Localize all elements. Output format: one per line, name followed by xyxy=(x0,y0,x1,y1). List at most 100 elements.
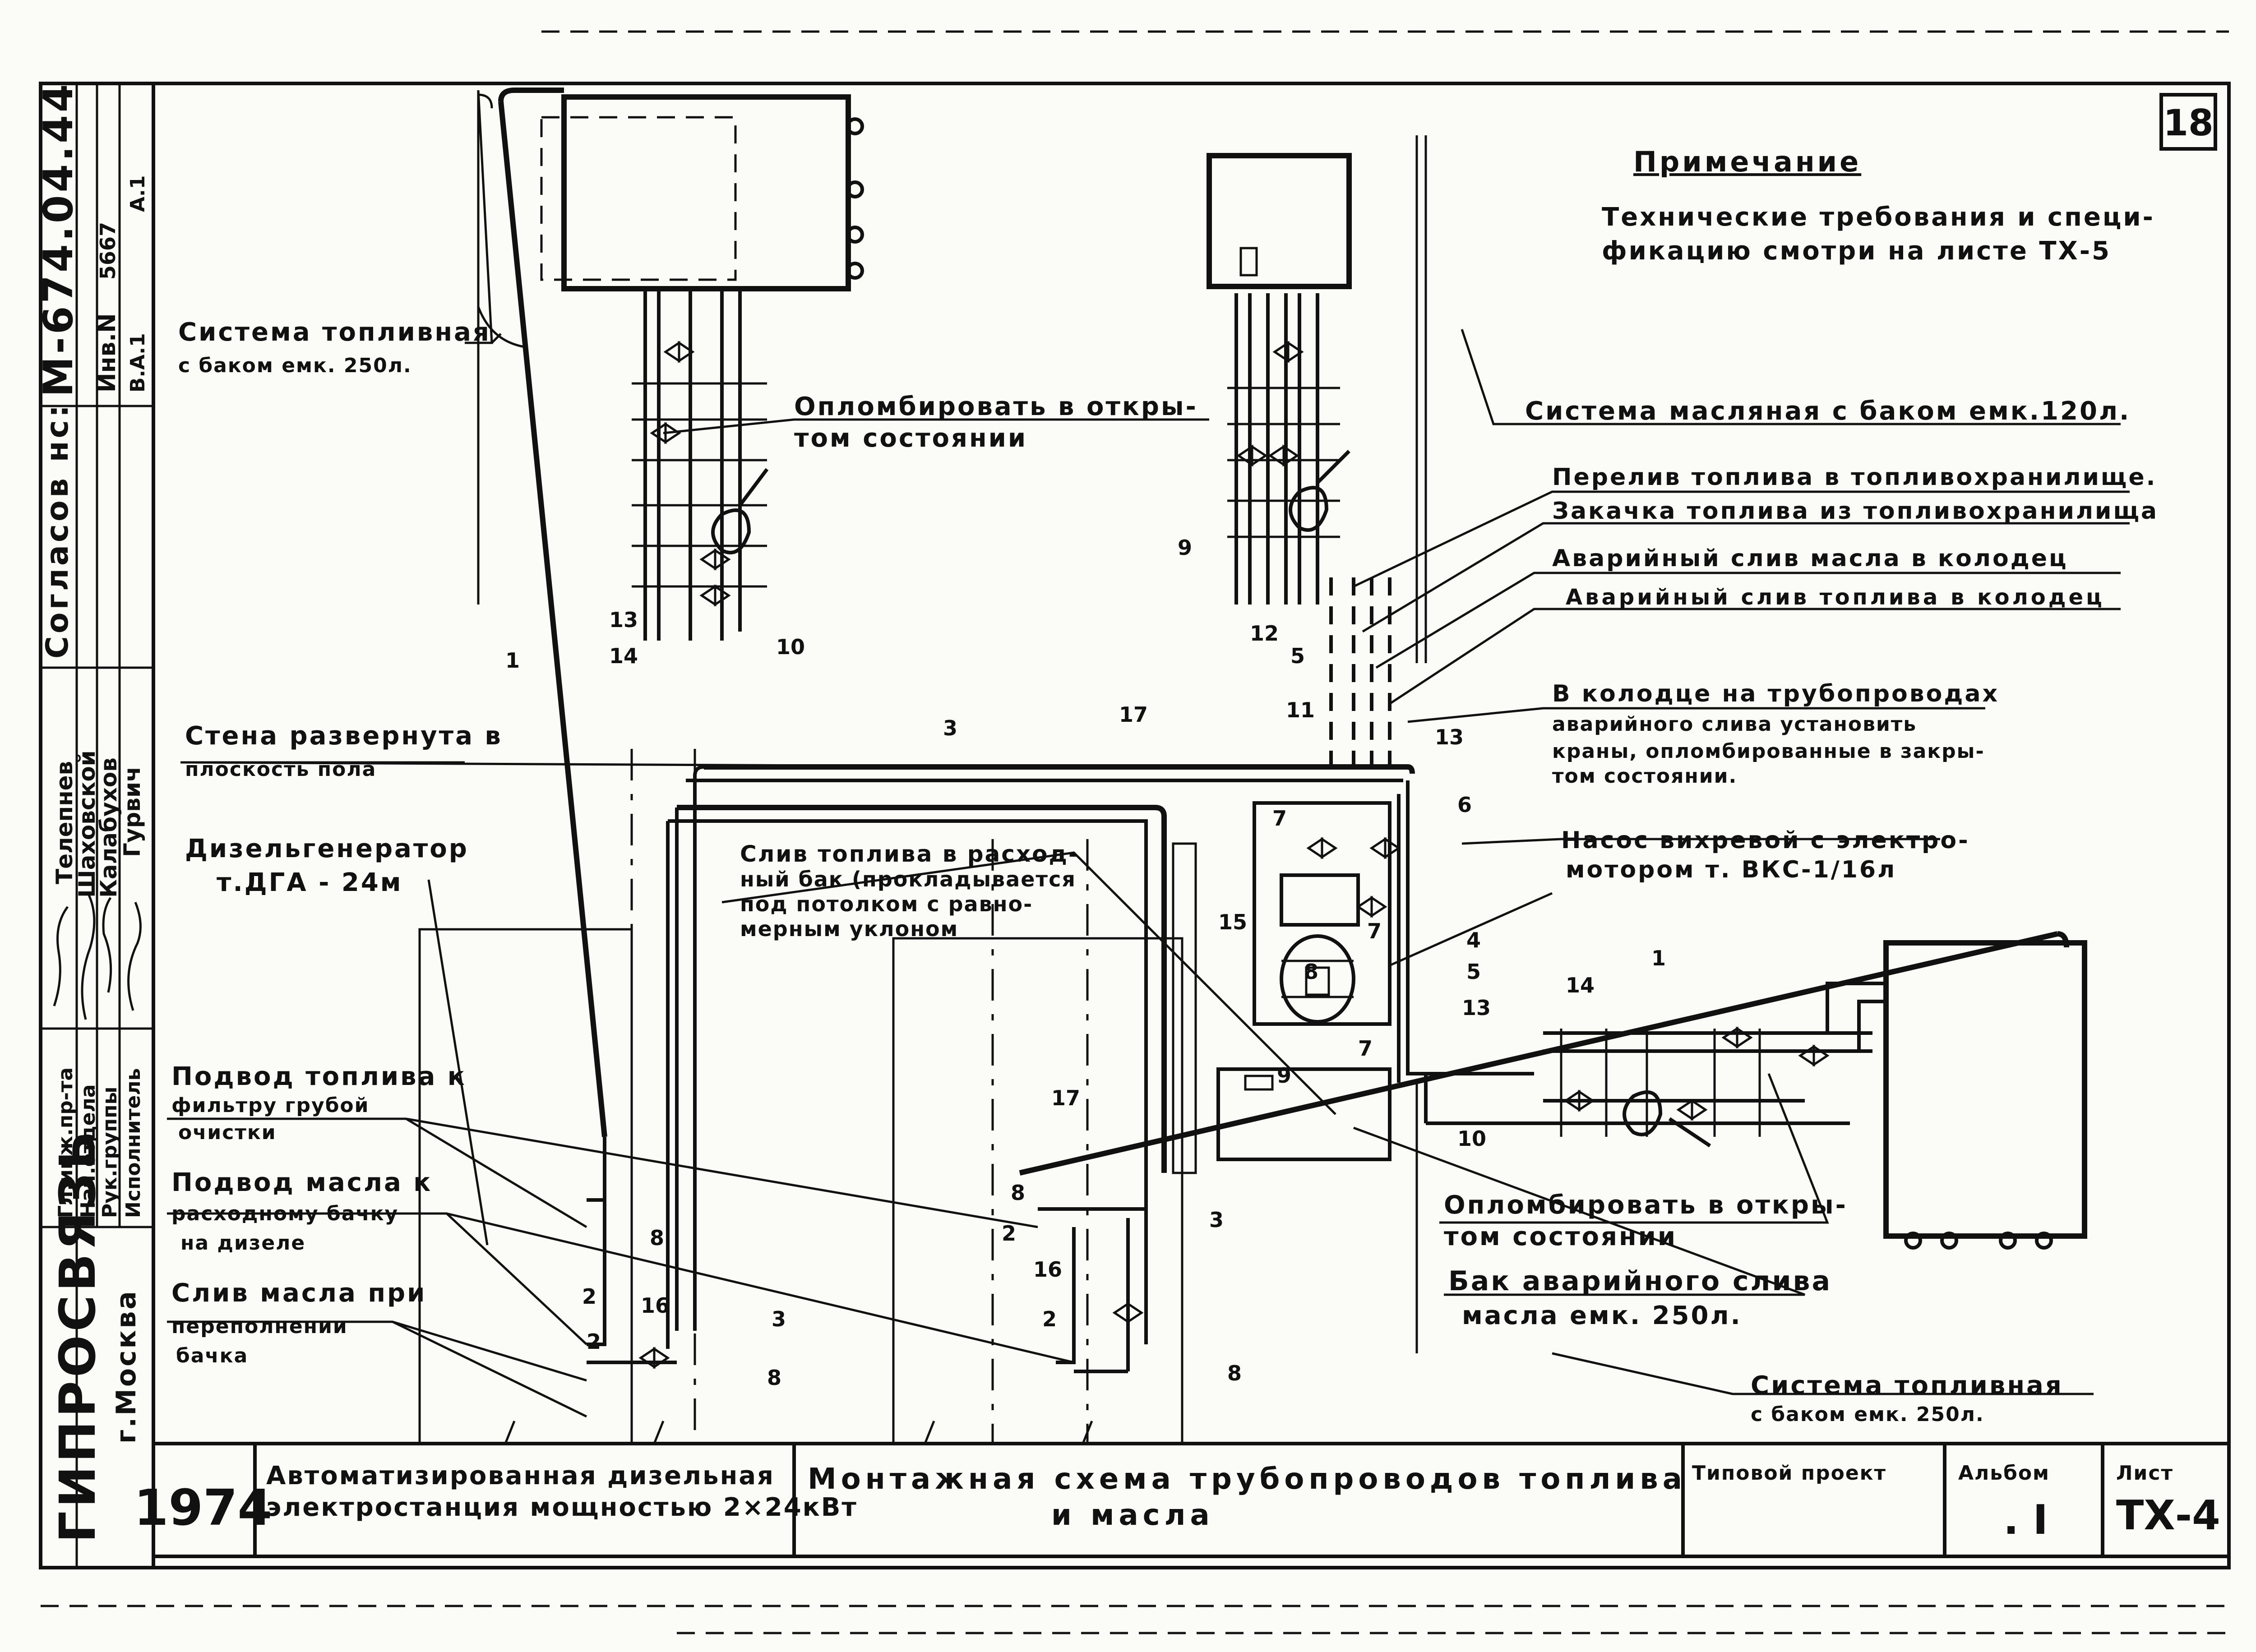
project-line-2: электростанция мощностью 2×24кВт xyxy=(266,1493,858,1522)
album-label: Альбом xyxy=(1958,1462,2050,1485)
emergency-oil-tank xyxy=(1216,1067,1392,1161)
fuel-tank-right xyxy=(1883,940,2087,1250)
label-fuel-system-bottom-2: с баком емк. 250л. xyxy=(1751,1403,1984,1426)
callout-13: 13 xyxy=(609,608,638,632)
callout-numbers: 1 1 9 9 12 13 14 10 5 11 13 3 17 7 6 15 … xyxy=(505,535,1666,1390)
cell-va1: В.А.1 xyxy=(126,333,149,392)
label-oilfeed-2: расходному бачку xyxy=(171,1202,398,1225)
name-gurvich: Гурвич xyxy=(119,766,145,857)
fuel-tank-top xyxy=(540,94,864,291)
label-pumping: Закачка топлива из топливохранилища xyxy=(1552,498,2159,525)
year: 1974 xyxy=(134,1479,272,1537)
agreed-label: Согласов нс: xyxy=(40,402,75,659)
label-tank-1: Бак аварийного слива xyxy=(1448,1265,1832,1297)
callout-17: 17 xyxy=(1119,702,1148,727)
callout-2: 2 xyxy=(1002,1221,1016,1246)
callout-8: 8 xyxy=(767,1366,781,1390)
label-well-4: том состоянии. xyxy=(1552,765,1737,788)
callout-2: 2 xyxy=(582,1284,596,1309)
label-fuel-system-top-2: с баком емк. 250л. xyxy=(178,354,412,377)
label-diesel-1: Дизельгенератор xyxy=(185,834,469,863)
label-overflow: Перелив топлива в топливохранилище. xyxy=(1552,464,2157,491)
callout-2: 2 xyxy=(1042,1307,1057,1331)
label-pump-1: Насос вихревой с электро- xyxy=(1561,827,1970,854)
sheet-number: 18 xyxy=(2163,102,2213,144)
type-label: Типовой проект xyxy=(1692,1462,1886,1485)
callout-1: 1 xyxy=(505,648,520,673)
label-oildrain-3: бачка xyxy=(176,1344,248,1367)
label-drain-3: под потолком с равно- xyxy=(740,892,1033,916)
sheet-label: Лист xyxy=(2116,1462,2173,1485)
callout-8: 8 xyxy=(1304,960,1318,984)
cell-a1: А.1 xyxy=(126,175,149,212)
role-chief-engineer: Гл.инж.пр-та xyxy=(54,1067,77,1218)
callout-3: 3 xyxy=(943,716,957,740)
callout-8: 8 xyxy=(1011,1181,1025,1205)
vortex-pump-unit xyxy=(1253,801,1392,1026)
label-oil-system: Система масляная с баком емк.120л. xyxy=(1525,397,2131,426)
callout-10: 10 xyxy=(1457,1126,1486,1151)
label-pump-2: мотором т. ВКС-1/16л xyxy=(1566,856,1896,883)
doc-code: М-674.04.44 xyxy=(35,81,82,397)
role-executor: Исполнитель xyxy=(122,1068,145,1218)
callout-5: 5 xyxy=(1290,644,1305,668)
callout-10: 10 xyxy=(776,635,805,659)
label-well-3: краны, опломбированные в закры- xyxy=(1552,740,1985,763)
label-drain-4: мерным уклоном xyxy=(740,917,958,941)
label-oilfeed-1: Подвод масла к xyxy=(171,1168,432,1197)
callout-3: 3 xyxy=(772,1307,786,1331)
label-well-2: аварийного слива установить xyxy=(1552,713,1917,736)
drawing-title-1: Монтажная схема трубопроводов топлива xyxy=(808,1463,1687,1496)
label-seal-open-right-1: Опломбировать в откры- xyxy=(1444,1191,1848,1220)
project-line-1: Автоматизированная дизельная xyxy=(266,1461,775,1490)
drawing-title-2: и масла xyxy=(1051,1499,1214,1532)
label-filter-3: очистки xyxy=(178,1121,277,1144)
org-city: г.Москва xyxy=(111,1289,142,1444)
valves xyxy=(638,341,1830,1369)
name-kalabukhov: Калабухов xyxy=(96,757,122,898)
label-fuel-emergency: Аварийный слив топлива в колодец xyxy=(1566,585,2105,610)
label-wall-2: плоскость пола xyxy=(185,758,376,781)
label-tank-2: масла емк. 250л. xyxy=(1462,1301,1742,1330)
callout-17: 17 xyxy=(1051,1086,1080,1110)
callout-9: 9 xyxy=(1277,1063,1291,1088)
title-block xyxy=(153,1444,2229,1558)
callout-16: 16 xyxy=(641,1293,670,1318)
album-value: . I xyxy=(2003,1496,2048,1544)
label-oilfeed-3: на дизеле xyxy=(180,1232,305,1255)
callout-6: 6 xyxy=(1457,793,1472,817)
label-drain-2: ный бак (прокладывается xyxy=(740,867,1076,891)
callout-14: 14 xyxy=(1566,973,1595,997)
label-oildrain-1: Слив масла при xyxy=(171,1278,426,1308)
callout-15: 15 xyxy=(1218,910,1247,934)
org-name: ГИПРОСВЯЗЬ xyxy=(49,1128,106,1543)
name-telepnev: Телепнев xyxy=(51,761,78,884)
name-shakhovskoy: Шаховской xyxy=(74,750,100,898)
callout-4: 4 xyxy=(1466,928,1481,952)
label-filter-2: фильтру грубой xyxy=(171,1094,369,1117)
callout-8: 8 xyxy=(1227,1361,1242,1385)
callout-12: 12 xyxy=(1250,621,1279,646)
callout-3: 3 xyxy=(1209,1208,1224,1232)
pipelines xyxy=(167,88,2130,1444)
oil-tank xyxy=(1207,153,1352,289)
role-dept-head: Нач.отдела xyxy=(77,1084,100,1218)
callout-11: 11 xyxy=(1286,698,1315,722)
label-diesel-2: т.ДГА - 24м xyxy=(217,868,403,897)
callout-1: 1 xyxy=(1651,946,1666,970)
label-drain-1: Слив топлива в расход- xyxy=(740,841,1079,867)
label-wall-1: Стена развернута в xyxy=(185,721,503,751)
label-filter-1: Подвод топлива к xyxy=(171,1062,467,1091)
callout-14: 14 xyxy=(609,644,638,668)
role-group-lead: Рук.группы xyxy=(98,1087,121,1218)
label-fuel-system-bottom-1: Система топливная xyxy=(1751,1371,2063,1400)
callout-7: 7 xyxy=(1358,1036,1373,1061)
inv-value: 5667 xyxy=(96,222,120,280)
callout-5: 5 xyxy=(1466,960,1481,984)
callout-13: 13 xyxy=(1462,996,1491,1020)
callout-9: 9 xyxy=(1178,535,1192,560)
label-seal-open-top-2: том состоянии xyxy=(794,424,1027,453)
label-oil-emergency: Аварийный слив масла в колодец xyxy=(1552,545,2068,572)
callout-7: 7 xyxy=(1367,919,1382,943)
